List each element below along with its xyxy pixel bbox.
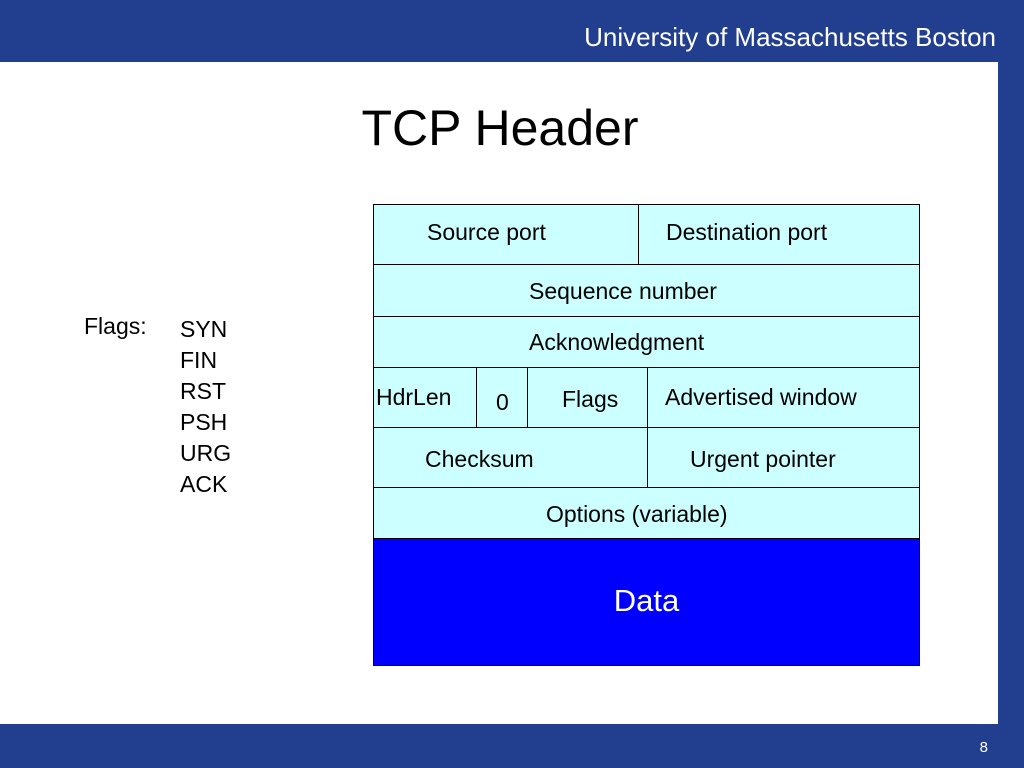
flag-item-syn: SYN bbox=[180, 316, 228, 342]
flag-item-fin: FIN bbox=[180, 347, 218, 373]
field-destination-port-label: Destination port bbox=[666, 219, 828, 245]
field-reserved: 0 bbox=[476, 367, 528, 428]
field-hdrlen: HdrLen bbox=[373, 367, 477, 428]
header-bar: University of Massachusetts Boston bbox=[0, 0, 1024, 62]
flag-item-psh: PSH bbox=[180, 409, 228, 435]
org-name: University of Massachusetts Boston bbox=[584, 22, 996, 52]
flag-item-urg: URG bbox=[180, 440, 232, 466]
field-sequence-number: Sequence number bbox=[373, 264, 920, 317]
field-acknowledgment-label: Acknowledgment bbox=[529, 329, 705, 355]
field-flags: Flags bbox=[527, 367, 648, 428]
field-options: Options (variable) bbox=[373, 487, 920, 539]
field-checksum-label: Checksum bbox=[425, 446, 534, 472]
slide-title: TCP Header bbox=[361, 100, 639, 156]
flag-item-ack: ACK bbox=[180, 471, 228, 497]
field-data: Data bbox=[373, 538, 920, 666]
footer-bar: 8 bbox=[0, 724, 1024, 768]
page-number: 8 bbox=[979, 739, 988, 756]
field-urgent-pointer: Urgent pointer bbox=[647, 427, 920, 488]
field-advertised-window-label: Advertised window bbox=[665, 384, 857, 410]
field-flags-label: Flags bbox=[562, 386, 619, 412]
field-source-port-label: Source port bbox=[427, 219, 546, 245]
field-checksum: Checksum bbox=[373, 427, 648, 488]
side-bar bbox=[998, 0, 1024, 768]
field-acknowledgment: Acknowledgment bbox=[373, 316, 920, 368]
flag-list: SYN FIN RST PSH URG ACK bbox=[180, 314, 231, 500]
field-urgent-pointer-label: Urgent pointer bbox=[690, 446, 836, 472]
field-source-port: Source port bbox=[373, 204, 639, 265]
field-sequence-number-label: Sequence number bbox=[529, 278, 717, 304]
flags-label: Flags: bbox=[84, 313, 147, 339]
field-advertised-window: Advertised window bbox=[647, 367, 920, 428]
field-options-label: Options (variable) bbox=[546, 501, 728, 527]
field-hdrlen-label: HdrLen bbox=[376, 384, 452, 410]
field-reserved-label: 0 bbox=[496, 389, 509, 415]
flag-item-rst: RST bbox=[180, 378, 226, 404]
field-data-label: Data bbox=[613, 583, 680, 618]
field-destination-port: Destination port bbox=[638, 204, 920, 265]
